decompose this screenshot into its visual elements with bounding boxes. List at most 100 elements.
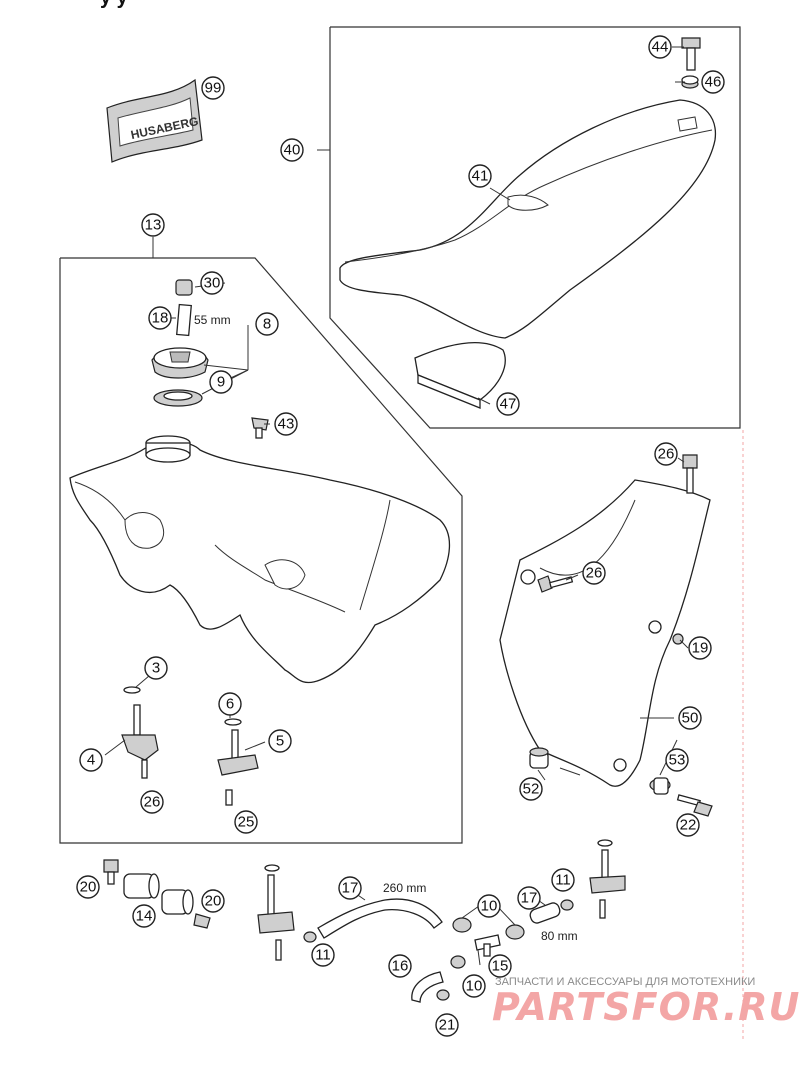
fuel-tap-left (121, 686, 159, 779)
tank-screw (251, 417, 269, 439)
decal-sticker: HUSABERG (106, 78, 203, 163)
svg-text:19: 19 (692, 640, 709, 657)
side-panel-clip (672, 633, 684, 645)
svg-text:44: 44 (652, 39, 669, 56)
callout-40: 40 (280, 138, 304, 162)
svg-text:43: 43 (278, 416, 295, 433)
callout-6: 6 (218, 692, 242, 716)
tank-cap (151, 347, 209, 379)
svg-text:11: 11 (555, 872, 571, 889)
callout-46: 46 (701, 70, 725, 94)
page-title-fragment: y y (100, 0, 129, 9)
callout-13: 13 (141, 213, 165, 237)
seat-foam-pad (414, 341, 506, 409)
callout-26-c: 26 (582, 561, 606, 585)
callout-53: 53 (665, 748, 689, 772)
dim-fuel-hose-short: 80 mm (541, 929, 578, 943)
hose-clamp-lower (450, 955, 466, 969)
seat (339, 99, 717, 339)
side-panel-grommet-left (529, 747, 549, 769)
callout-22: 22 (676, 813, 700, 837)
callout-41: 41 (468, 164, 492, 188)
svg-text:15: 15 (492, 958, 509, 975)
hose-bolt-left (103, 859, 119, 885)
dim-breather-hose: 55 mm (194, 313, 231, 327)
fuel-hose-bent (411, 971, 444, 1003)
svg-text:21: 21 (439, 1017, 456, 1034)
callout-3: 3 (144, 656, 168, 680)
callout-10-b: 10 (462, 974, 486, 998)
svg-text:4: 4 (87, 752, 95, 769)
callout-26-a: 26 (140, 790, 164, 814)
svg-text:46: 46 (705, 74, 722, 91)
svg-text:8: 8 (263, 316, 271, 333)
callout-4: 4 (79, 748, 103, 772)
fuel-hose-short (529, 902, 561, 924)
callout-8: 8 (255, 312, 279, 336)
svg-text:20: 20 (80, 879, 97, 896)
svg-text:3: 3 (152, 660, 160, 677)
svg-text:26: 26 (586, 565, 603, 582)
svg-text:17: 17 (521, 890, 538, 907)
seat-washer (681, 75, 699, 89)
seat-group-frame (329, 26, 741, 429)
watermark-brand: PARTSFOR.RU (492, 985, 800, 1029)
watermark-tagline: ЗАПЧАСТИ И АКСЕССУАРЫ ДЛЯ МОТОТЕХНИКИ (495, 976, 755, 988)
callout-15: 15 (488, 954, 512, 978)
callout-44: 44 (648, 35, 672, 59)
svg-text:50: 50 (682, 710, 699, 727)
svg-text:22: 22 (680, 817, 697, 834)
t-connector (474, 934, 501, 957)
svg-text:16: 16 (392, 958, 409, 975)
svg-text:14: 14 (136, 908, 153, 925)
callout-11-a: 11 (311, 943, 335, 967)
svg-text:41: 41 (472, 168, 489, 185)
breather-valve (175, 279, 193, 296)
callout-43: 43 (274, 412, 298, 436)
hose-clamp-pair (452, 917, 525, 940)
callout-30: 30 (200, 271, 224, 295)
svg-text:40: 40 (284, 142, 301, 159)
svg-text:52: 52 (523, 781, 540, 798)
spacer-bushing (123, 873, 160, 899)
callout-11-b: 11 (551, 868, 575, 892)
fuel-tank (69, 435, 451, 684)
callout-52: 52 (519, 777, 543, 801)
tank-group-frame (59, 257, 463, 844)
side-panel-bolt-top (682, 454, 698, 494)
hose-bolt-right (193, 913, 211, 929)
callout-50: 50 (678, 706, 702, 730)
fuel-hose-long (317, 898, 443, 939)
svg-text:30: 30 (204, 275, 221, 292)
breather-hose (176, 303, 192, 337)
svg-text:99: 99 (205, 80, 222, 97)
callout-20-b: 20 (201, 889, 225, 913)
svg-text:6: 6 (226, 696, 234, 713)
svg-text:18: 18 (152, 310, 169, 327)
callout-47: 47 (496, 392, 520, 416)
svg-text:10: 10 (466, 978, 483, 995)
svg-text:47: 47 (500, 396, 517, 413)
callout-10-a: 10 (477, 894, 501, 918)
callout-5: 5 (268, 729, 292, 753)
side-panel-bolt-bottom (676, 794, 713, 817)
callout-18: 18 (148, 306, 172, 330)
callout-25: 25 (234, 810, 258, 834)
callout-17-a: 17 (338, 876, 362, 900)
svg-text:10: 10 (481, 898, 498, 915)
svg-text:26: 26 (144, 794, 161, 811)
fuel-tap-lower-right (589, 839, 626, 919)
svg-text:13: 13 (145, 217, 162, 234)
svg-text:20: 20 (205, 893, 222, 910)
callout-21: 21 (435, 1013, 459, 1037)
svg-text:11: 11 (315, 947, 331, 964)
hose-clip-c (436, 989, 450, 1001)
side-panel (499, 479, 711, 787)
callout-17-b: 17 (517, 886, 541, 910)
dim-fuel-hose-long: 260 mm (383, 881, 426, 895)
cap-gasket (153, 389, 203, 407)
hose-clip-a (303, 931, 317, 943)
callout-14: 14 (132, 904, 156, 928)
spacer-bushing-2 (161, 889, 194, 915)
